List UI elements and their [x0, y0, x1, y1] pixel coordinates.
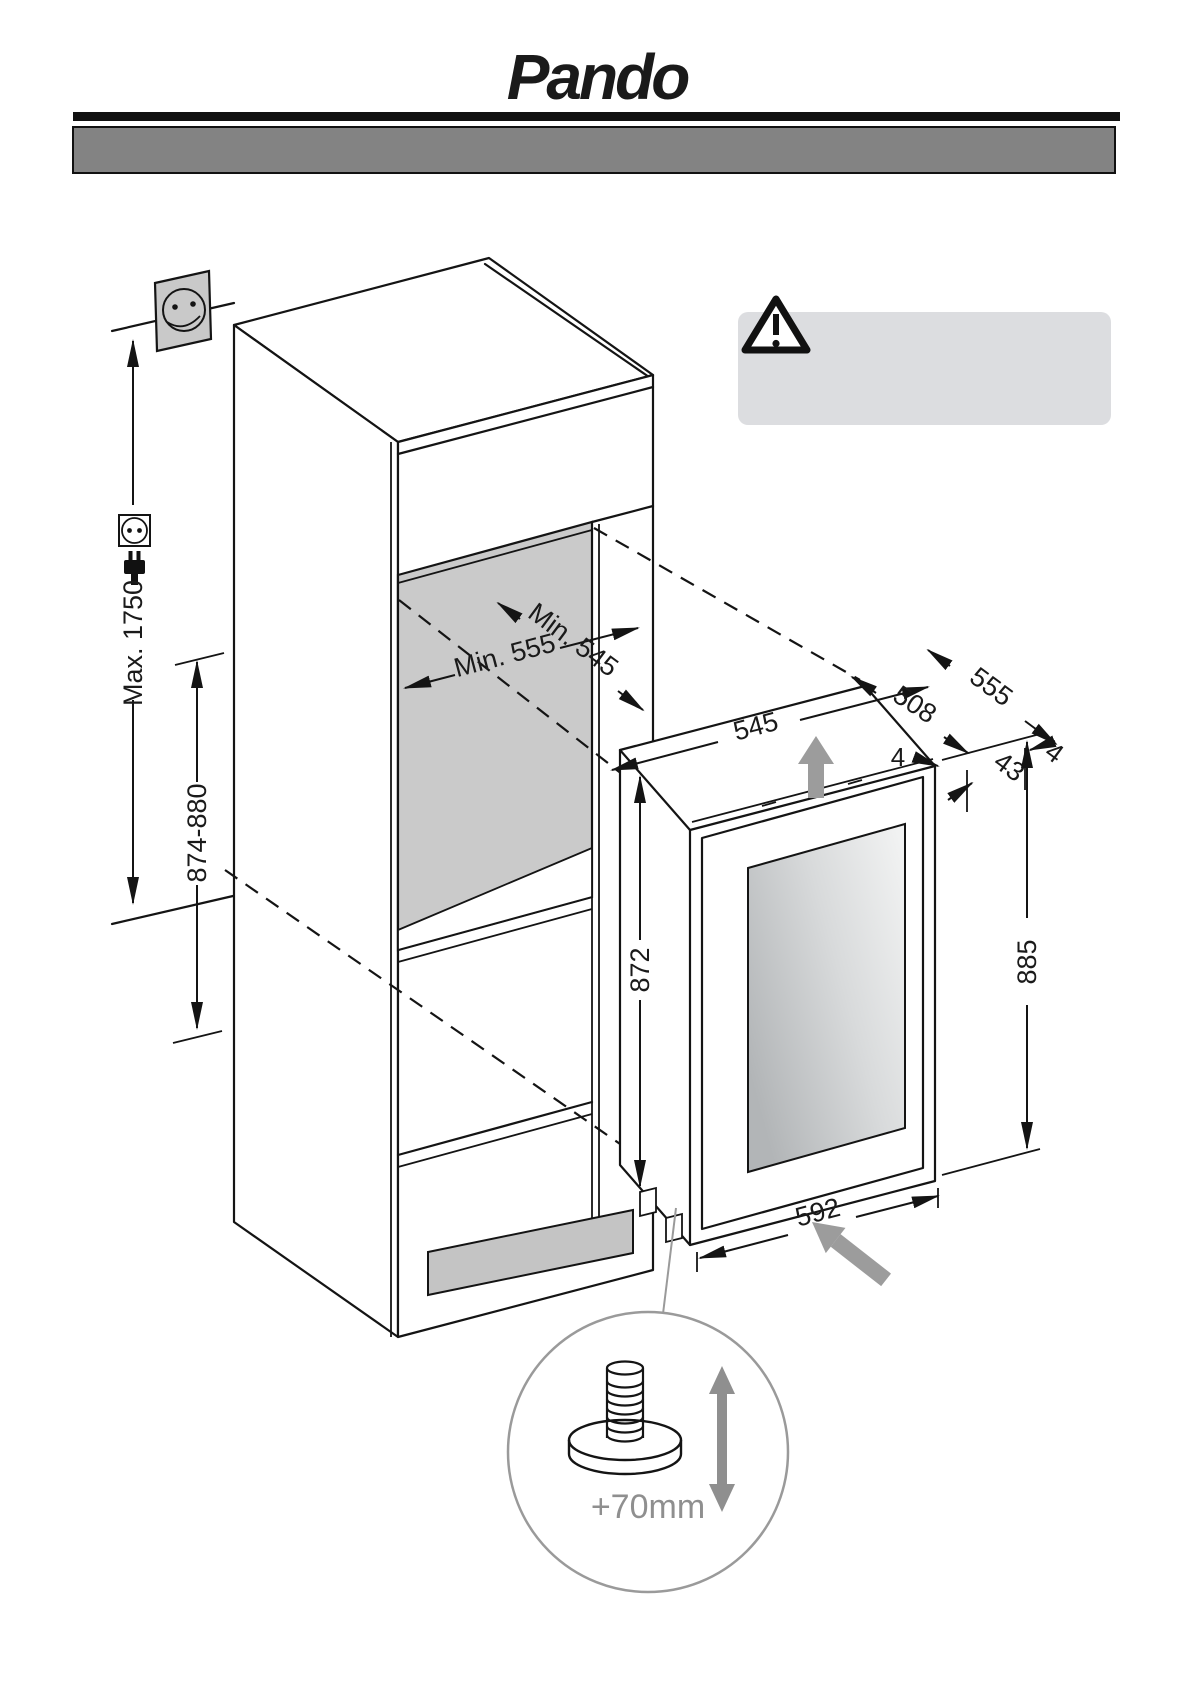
- plug-icon: [124, 551, 145, 585]
- dim-label-niche-height: 874-880: [182, 783, 212, 882]
- door-glass: [747, 822, 906, 1174]
- floor-reference-tick: [110, 894, 235, 926]
- warning-note-box: [738, 295, 1111, 425]
- max-height-dimension: Max. 1750: [110, 339, 235, 926]
- foot-detail: +70mm: [506, 1207, 790, 1594]
- dim-label-rear-gap: 4: [1039, 736, 1069, 769]
- title-underline: [73, 112, 1120, 121]
- niche-height-dimension: 874-880: [172, 652, 225, 1044]
- lift-up-arrow-icon: [798, 736, 834, 798]
- leader-line: [661, 1207, 677, 1323]
- kitchen-cabinet: [232, 256, 655, 1339]
- warning-icon: [741, 295, 811, 354]
- appliance-feet: [639, 1186, 683, 1244]
- dim-label-appliance-total-height: 885: [1012, 939, 1042, 984]
- insert-arrow-icon: [812, 1222, 891, 1287]
- warning-box-background: [738, 312, 1111, 425]
- plinth-recess: [427, 1208, 634, 1297]
- appliance: [618, 684, 937, 1247]
- power-socket-icon: [153, 269, 213, 353]
- foot-adjustment-label: +70mm: [591, 1488, 705, 1526]
- height-adjust-arrow-icon: [709, 1366, 735, 1512]
- header-gray-bar: [72, 126, 1116, 174]
- dim-label-appliance-depth-total: 555: [964, 661, 1018, 712]
- wall-socket-group: [110, 269, 236, 353]
- adjustable-foot-icon: [567, 1360, 683, 1476]
- socket-icon: [118, 514, 151, 547]
- cabinet-left-face: [232, 323, 400, 1339]
- dim-label-top-gap: 4: [891, 742, 905, 772]
- dim-label-door-thickness: 43: [988, 746, 1030, 788]
- dim-label-max-socket-height: Max. 1750: [118, 580, 148, 706]
- dim-label-appliance-height: 872: [625, 947, 655, 992]
- header: Pando: [72, 41, 1120, 174]
- brand-logo-text: Pando: [507, 41, 689, 113]
- door-frame: [700, 775, 925, 1231]
